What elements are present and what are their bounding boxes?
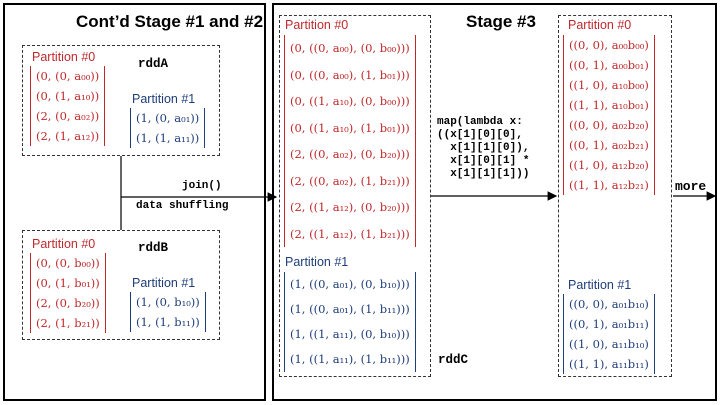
result-partition0-label: Partition #0: [568, 18, 632, 32]
result-p1-row: ((0, 1), a₀₁b₁₁): [569, 317, 649, 331]
rddC-box: [279, 15, 431, 377]
result-p0-row: ((0, 1), a₀₂b₂₁): [569, 138, 649, 152]
rddB-p0-row: (2, (1, b₂₁)): [36, 316, 100, 330]
stage3-title: Stage #3: [466, 12, 536, 31]
rddC-p1-row: (1, ((1, a₁₁), (1, b₁₁))): [290, 352, 410, 366]
rddC-p1-row: (1, ((1, a₁₁), (0, b₁₀))): [290, 327, 410, 341]
join-note: data shuffling: [136, 200, 229, 212]
result-p1-row: ((0, 0), a₀₁b₁₀): [569, 297, 649, 311]
rddC-p0-row: (2, ((1, a₁₂), (1, b₂₁))): [290, 226, 410, 241]
rddA-p1-row: (1, (0, a₀₁)): [136, 111, 200, 125]
result-partition1-label: Partition #1: [568, 278, 632, 292]
rddB-p0-row: (0, (0, b₀₀)): [36, 256, 100, 270]
rddC-partition1-matrix: (1, ((0, a₀₁), (0, b₁₀))) (1, ((0, a₀₁),…: [284, 272, 416, 372]
result-p0-row: ((1, 1), a₁₀b₀₁): [569, 98, 649, 112]
rddC-p0-row: (0, ((0, a₀₀), (1, b₀₁))): [290, 67, 410, 82]
stage12-title: Cont’d Stage #1 and #2: [76, 12, 264, 31]
result-p0-row: ((1, 0), a₁₂b₂₀): [569, 158, 649, 172]
rddC-partition0-label: Partition #0: [285, 18, 349, 32]
result-p0-row: ((1, 0), a₁₀b₀₀): [569, 78, 649, 92]
rddA-p0-row: (2, (1, a₁₂)): [36, 129, 100, 143]
join-op: join(): [182, 180, 222, 192]
rddB-p1-row: (1, (0, b₁₀)): [136, 295, 200, 309]
map-lambda-code: map(lambda x: ((x[1][0][0], x[1][1][0]),…: [437, 116, 530, 180]
rddC-p0-row: (2, ((0, a₀₂), (0, b₂₀))): [290, 147, 410, 161]
rddB-name: rddB: [138, 241, 169, 255]
more-label: more: [675, 179, 707, 194]
result-partition0-matrix: ((0, 0), a₀₀b₀₀) ((0, 1), a₀₀b₀₁) ((1, 0…: [563, 35, 655, 195]
result-p1-row: ((1, 0), a₁₁b₁₀): [569, 337, 649, 351]
rddA-partition0-matrix: (0, (0, a₀₀)) (0, (1, a₁₀)) (2, (0, a₀₂)…: [30, 66, 106, 146]
rddA-partition1-label: Partition #1: [132, 92, 196, 106]
result-partition1-matrix: ((0, 0), a₀₁b₁₀) ((0, 1), a₀₁b₁₁) ((1, 0…: [563, 294, 655, 374]
rddA-box: [22, 45, 220, 156]
rddC-p0-row: (0, ((1, a₁₀), (0, b₀₀))): [290, 94, 410, 108]
stage12-panel: [3, 3, 266, 401]
rddB-partition0-label: Partition #0: [32, 237, 96, 251]
rddC-name: rddC: [438, 353, 469, 367]
rddC-p0-row: (0, ((0, a₀₀), (0, b₀₀))): [290, 41, 410, 55]
rddA-partition1-matrix: (1, (0, a₀₁)) (1, (1, a₁₁)): [130, 108, 206, 148]
rddA-partition0-label: Partition #0: [32, 50, 96, 64]
rddC-partition1-label: Partition #1: [285, 255, 349, 269]
result-p1-row: ((1, 1), a₁₁b₁₁): [569, 357, 649, 371]
rddB-partition1-label: Partition #1: [132, 276, 196, 290]
rddA-p0-row: (0, (0, a₀₀)): [36, 69, 100, 83]
result-box: [558, 15, 672, 377]
rddC-p1-row: (1, ((0, a₀₁), (1, b₁₁))): [290, 302, 410, 316]
rddB-partition0-matrix: (0, (0, b₀₀)) (0, (1, b₀₁)) (2, (0, b₂₀)…: [30, 253, 106, 333]
rddC-p1-row: (1, ((0, a₀₁), (0, b₁₀))): [290, 277, 410, 291]
rddC-partition0-matrix: (0, ((0, a₀₀), (0, b₀₀))) (0, ((0, a₀₀),…: [284, 35, 416, 247]
result-p0-row: ((1, 1), a₁₂b₂₁): [569, 178, 649, 192]
rddA-p1-row: (1, (1, a₁₁)): [136, 131, 200, 145]
result-p0-row: ((0, 0), a₀₂b₂₀): [569, 118, 649, 132]
rddA-p0-row: (2, (0, a₀₂)): [36, 109, 100, 123]
rddC-p0-row: (2, ((0, a₀₂), (1, b₂₁))): [290, 173, 410, 188]
rddB-p0-row: (0, (1, b₀₁)): [36, 276, 100, 290]
rddC-p0-row: (0, ((1, a₁₀), (1, b₀₁))): [290, 120, 410, 135]
result-p0-row: ((0, 0), a₀₀b₀₀): [569, 38, 649, 52]
rddB-p1-row: (1, (1, b₁₁)): [136, 315, 200, 329]
rddC-p0-row: (2, ((1, a₁₂), (0, b₂₀))): [290, 200, 410, 214]
rddA-p0-row: (0, (1, a₁₀)): [36, 89, 100, 103]
rddB-partition1-matrix: (1, (0, b₁₀)) (1, (1, b₁₁)): [130, 292, 206, 332]
rddB-p0-row: (2, (0, b₂₀)): [36, 296, 100, 310]
rddA-name: rddA: [138, 57, 169, 71]
stage3-panel: [272, 3, 717, 401]
rddB-box: [22, 230, 220, 340]
result-p0-row: ((0, 1), a₀₀b₀₁): [569, 58, 649, 72]
